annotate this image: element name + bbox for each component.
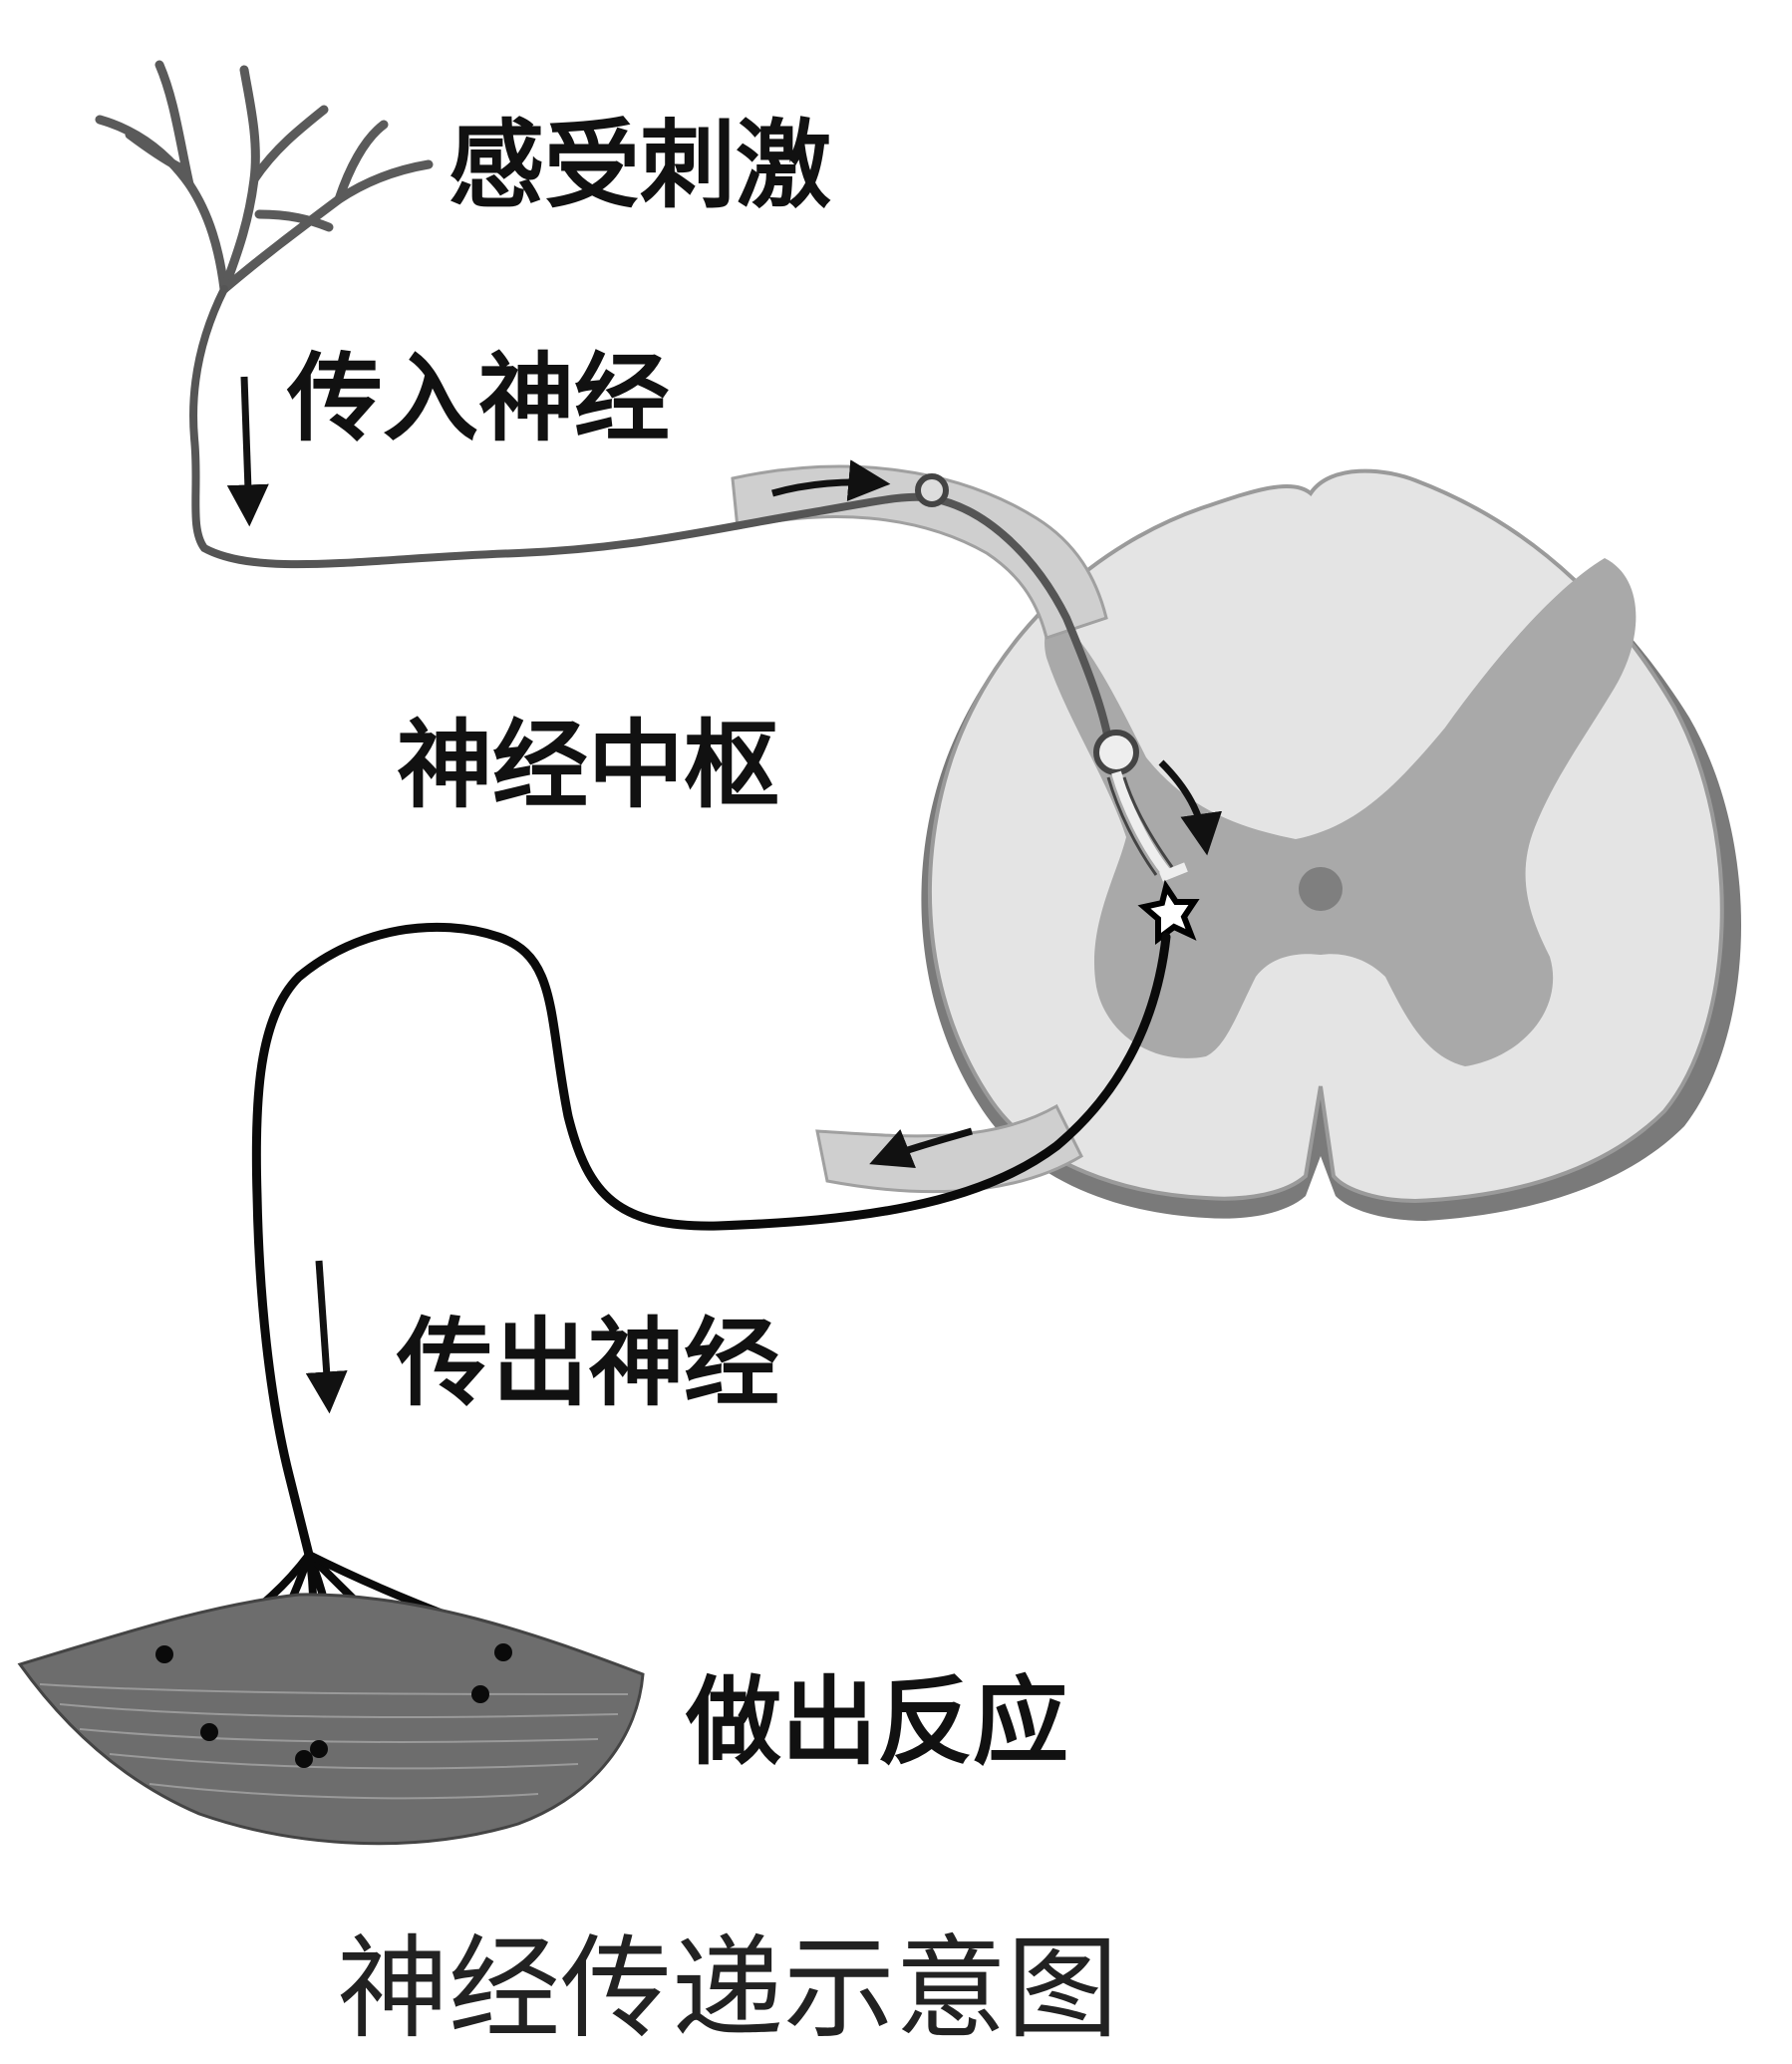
stimulus-label: 感受刺激 [448, 110, 831, 221]
motor-end-plates [155, 1643, 512, 1768]
afferent-down-arrow [226, 376, 269, 527]
efferent-down-arrow [305, 1260, 348, 1414]
central-canal [1299, 867, 1343, 911]
dorsal-root-ganglion [915, 473, 949, 507]
interneuron-axon-outline [1106, 776, 1174, 876]
muscle [17, 1593, 645, 1846]
spinal-cord [921, 468, 1742, 1221]
afferent-nerve-label: 传入神经 [287, 343, 670, 454]
response-label: 做出反应 [686, 1666, 1068, 1778]
receptor-dendrites [95, 60, 434, 294]
grey-matter [1045, 558, 1637, 1066]
muscle-body [17, 1593, 645, 1846]
direction-arrows [226, 376, 1223, 1414]
interneuron-axon [1111, 770, 1188, 882]
figure-caption: 神经传递示意图 [337, 1924, 1118, 2054]
central-arrow [1158, 759, 1223, 856]
dorsal-root-arrow [771, 459, 891, 502]
efferent-fiber [251, 922, 1171, 1560]
afferent-fiber [189, 285, 1115, 761]
ventral-root-sheath [815, 1103, 1083, 1194]
nerve-center-label: 神经中枢 [397, 710, 779, 821]
ventral-root-arrow [869, 1127, 973, 1169]
interneuron-cell [1093, 730, 1139, 775]
motor-neuron-star [1137, 879, 1200, 945]
efferent-nerve-label: 传出神经 [397, 1308, 779, 1419]
